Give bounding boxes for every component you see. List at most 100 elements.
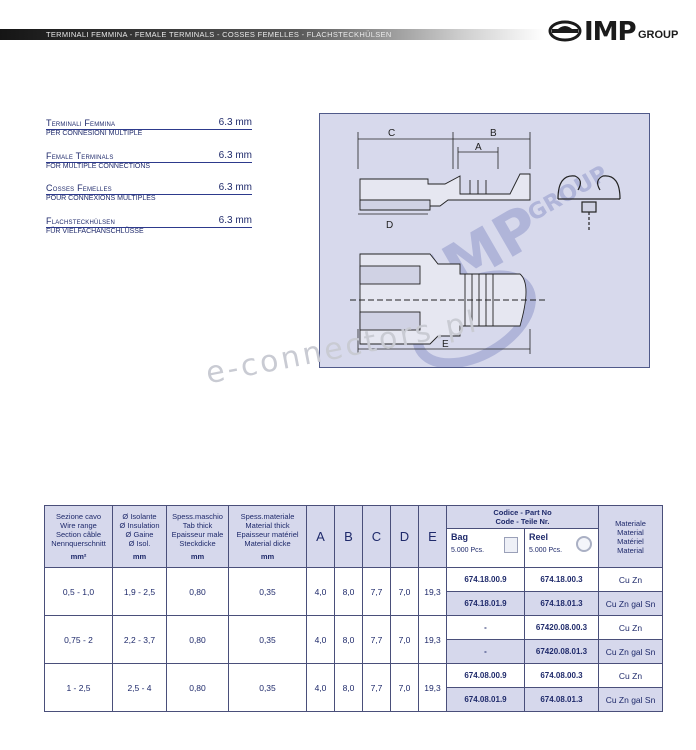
reel-label: Reel	[529, 532, 549, 542]
cell-b: 8,0	[334, 663, 363, 712]
bag-icon	[504, 537, 518, 553]
cell-e: 19,3	[418, 663, 447, 712]
cell-material-thick: 0,35	[228, 567, 307, 616]
dim-label-e: E	[442, 339, 449, 350]
cell-tab-thick: 0,80	[166, 615, 229, 664]
cell-reel-code: 67420.08.00.3	[524, 615, 599, 640]
cell-section: 0,75 - 2	[44, 615, 113, 664]
cell-a: 4,0	[306, 567, 335, 616]
cell-tab-thick: 0,80	[166, 663, 229, 712]
cell-e: 19,3	[418, 567, 447, 616]
spec-value: 6.3 mm	[218, 182, 252, 193]
header-band	[0, 29, 545, 40]
cell-bag-code: -	[446, 639, 525, 664]
cell-e: 19,3	[418, 615, 447, 664]
cell-reel-code: 674.08.00.3	[524, 663, 599, 688]
bag-label: Bag	[451, 532, 469, 542]
cell-bag-code: 674.18.00.9	[446, 567, 525, 592]
cell-b: 8,0	[334, 567, 363, 616]
cell-material-thick: 0,35	[228, 663, 307, 712]
cell-b: 8,0	[334, 615, 363, 664]
cell-reel-code: 674.18.00.3	[524, 567, 599, 592]
cell-c: 7,7	[362, 663, 391, 712]
logo-text: IMP	[584, 17, 637, 47]
spec-name: Female Terminals	[46, 151, 114, 161]
cell-section: 0,5 - 1,0	[44, 567, 113, 616]
spec-subtitle: FOR MULTIPLE CONNECTIONS	[46, 163, 151, 170]
header-title: TERMINALI FEMMINA - FEMALE TERMINALS - C…	[46, 30, 392, 39]
table-row: 0,75 - 2 2,2 - 3,7 0,80 0,35 4,0 8,0 7,7…	[44, 615, 663, 664]
spec-value: 6.3 mm	[218, 215, 252, 226]
cell-material: Cu Zn gal Sn	[598, 687, 663, 712]
cell-material: Cu Zn gal Sn	[598, 591, 663, 616]
cell-d: 7,0	[390, 615, 419, 664]
cell-a: 4,0	[306, 663, 335, 712]
spec-subtitle: POUR CONNEXIONS MULTIPLES	[46, 195, 156, 202]
col-header-d: D	[390, 505, 419, 568]
spec-name: Terminali Femmina	[46, 118, 116, 128]
table-row: 674.08.01.9 674.08.01.3 Cu Zn gal Sn	[45, 687, 663, 712]
cell-d: 7,0	[390, 567, 419, 616]
drawing-watermark-text: GROUP	[524, 161, 612, 227]
col-header-reel: Reel 5.000 Pcs.	[524, 528, 599, 568]
cell-bag-code: 674.08.00.9	[446, 663, 525, 688]
cell-material-thick: 0,35	[228, 615, 307, 664]
terminal-technical-drawing: IMP GROUP C B A D E	[319, 113, 650, 369]
spec-name: Flachsteckhülsen	[46, 216, 116, 226]
spec-subtitle: PER CONNESIONI MULTIPLE	[46, 130, 143, 137]
cell-section: 1 - 2,5	[44, 663, 113, 712]
col-header-a: A	[306, 505, 335, 568]
dim-label-b: B	[490, 128, 497, 139]
spec-subtitle: FÜR VIELFACHANSCHLÜSSE	[46, 228, 144, 235]
terminal-drawing-svg: IMP GROUP C B A D E	[350, 128, 621, 369]
cell-c: 7,7	[362, 567, 391, 616]
spec-name: Cosses Femelles	[46, 183, 112, 193]
table-row: 674.18.01.9 674.18.01.3 Cu Zn gal Sn	[45, 591, 663, 616]
spec-italian: Terminali Femmina 6.3 mm PER CONNESIONI …	[46, 117, 252, 144]
cell-d: 7,0	[390, 663, 419, 712]
bag-qty: 5.000 Pcs.	[451, 547, 485, 554]
cell-insulation: 1,9 - 2,5	[112, 567, 167, 616]
table-row: 0,5 - 1,0 1,9 - 2,5 0,80 0,35 4,0 8,0 7,…	[44, 567, 663, 616]
cell-insulation: 2,5 - 4	[112, 663, 167, 712]
cell-insulation: 2,2 - 3,7	[112, 615, 167, 664]
dim-label-a: A	[475, 142, 482, 153]
reel-qty: 5.000 Pcs.	[529, 547, 563, 554]
cell-material: Cu Zn	[598, 663, 663, 688]
cell-reel-code: 674.08.01.3	[524, 687, 599, 712]
spec-divider	[46, 162, 252, 163]
terminal-top-view	[350, 253, 545, 345]
dim-label-d: D	[386, 220, 393, 231]
imp-logo-icon	[548, 20, 582, 42]
cell-bag-code: -	[446, 615, 525, 640]
dimension-lines	[357, 132, 531, 354]
col-header-bag: Bag 5.000 Pcs.	[446, 528, 525, 568]
cell-bag-code: 674.18.01.9	[446, 591, 525, 616]
cell-c: 7,7	[362, 615, 391, 664]
cell-a: 4,0	[306, 615, 335, 664]
cell-material: Cu Zn gal Sn	[598, 639, 663, 664]
spec-value: 6.3 mm	[218, 117, 252, 128]
cell-reel-code: 674.18.01.3	[524, 591, 599, 616]
cell-material: Cu Zn	[598, 567, 663, 592]
spec-german: Flachsteckhülsen 6.3 mm FÜR VIELFACHANSC…	[46, 215, 252, 242]
spec-value: 6.3 mm	[218, 150, 252, 161]
dim-label-c: C	[388, 128, 395, 139]
cell-bag-code: 674.08.01.9	[446, 687, 525, 712]
spec-divider	[46, 227, 252, 228]
table-row: 1 - 2,5 2,5 - 4 0,80 0,35 4,0 8,0 7,7 7,…	[44, 663, 663, 712]
spec-divider	[46, 129, 252, 130]
col-header-c: C	[362, 505, 391, 568]
spec-english: Female Terminals 6.3 mm FOR MULTIPLE CON…	[46, 150, 252, 177]
terminal-side-view	[359, 173, 531, 211]
terminal-end-view	[557, 175, 621, 232]
cell-material: Cu Zn	[598, 615, 663, 640]
imp-group-logo: IMP GROUP	[548, 17, 688, 47]
